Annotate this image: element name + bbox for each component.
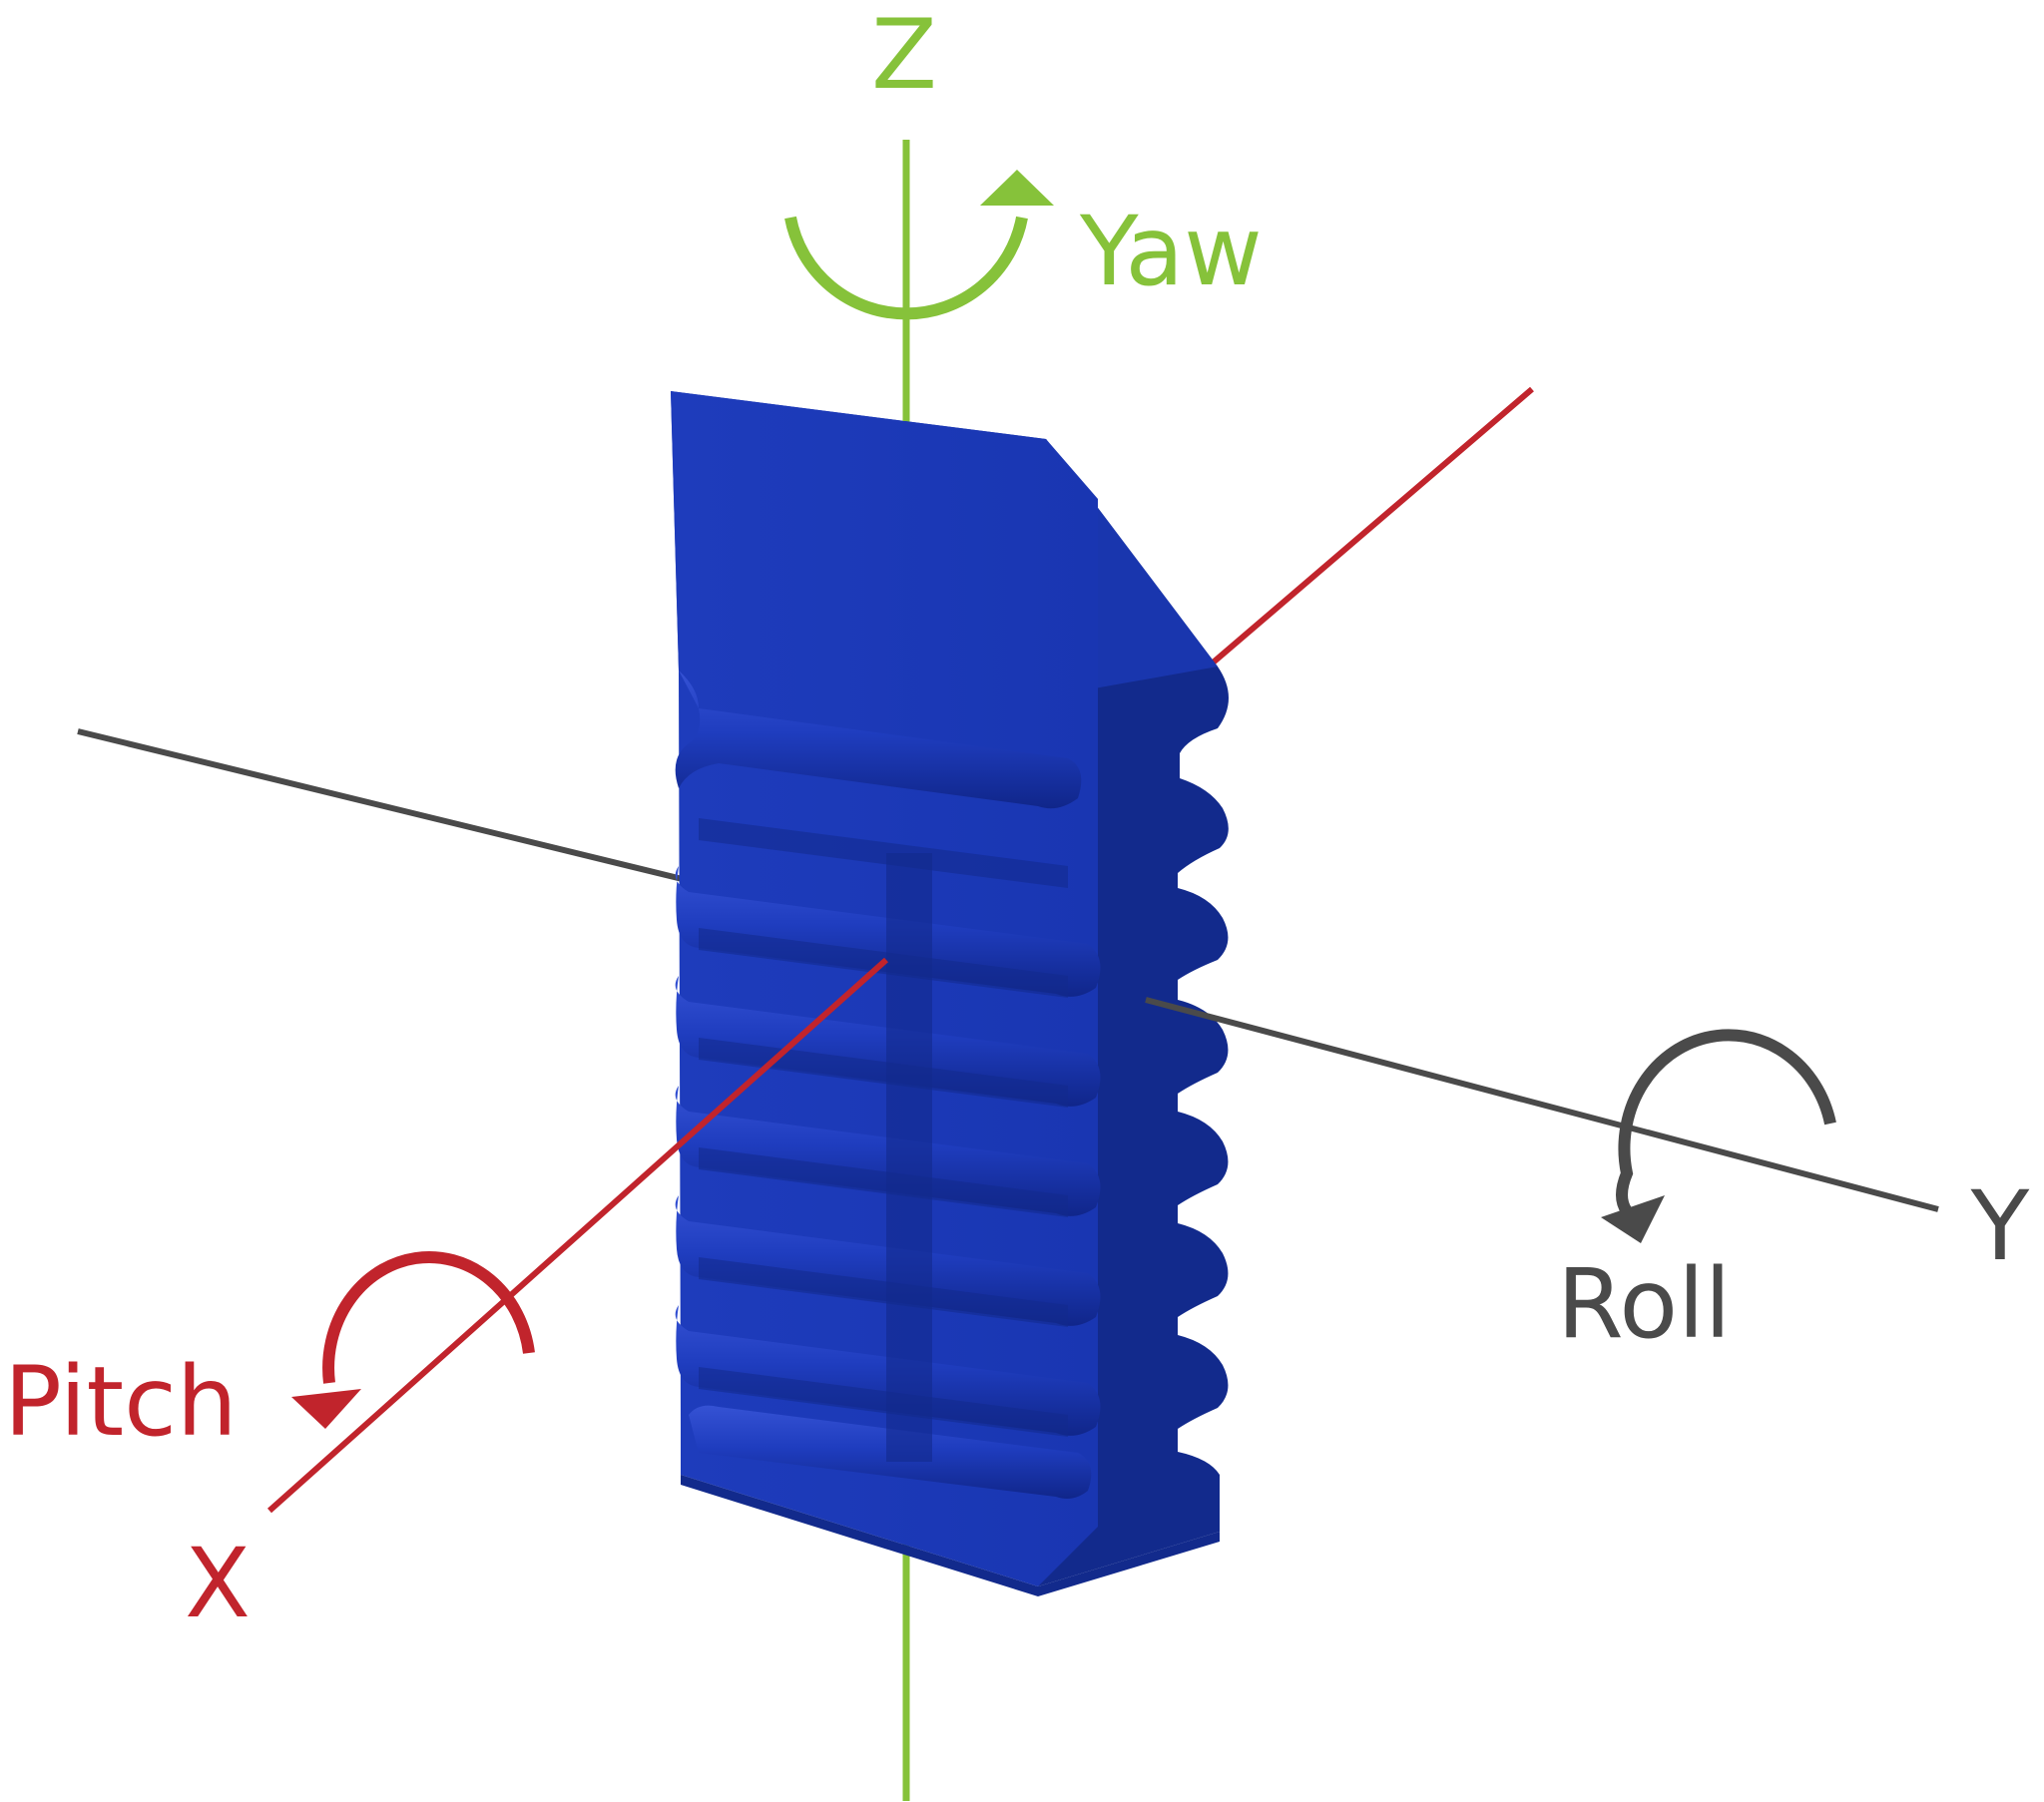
blue-ribbed-block (671, 391, 1229, 1596)
rotation-arrow-icon (430, 1355, 630, 1555)
groove (699, 1038, 1068, 1108)
groove (699, 1367, 1068, 1437)
pitch-arrow (291, 1251, 630, 1555)
roll-label: Roll (1557, 1248, 1731, 1360)
yaw-arrow (784, 170, 1054, 320)
z-axis-label: Z (871, 0, 937, 111)
y-axis-label: Y (1970, 1170, 2030, 1282)
yaw-label: Yaw (1079, 196, 1263, 307)
groove (699, 818, 1068, 888)
pitch-arrowhead (291, 1389, 361, 1429)
roll-arrowhead (1601, 1195, 1665, 1243)
groove (699, 1147, 1068, 1217)
x-axis-line (267, 957, 888, 1514)
y-axis-line (1145, 997, 1939, 1212)
pitch-arc (322, 1251, 535, 1384)
pitch-label: Pitch (4, 1346, 238, 1458)
rotation-arrow-icon (1616, 1029, 1836, 1215)
block-center-post (886, 853, 932, 1462)
yaw-arrowhead (980, 170, 1054, 206)
y-axis-line-back (77, 728, 700, 886)
x-axis-label: X (185, 1528, 251, 1639)
groove (699, 1257, 1068, 1327)
rib (675, 671, 1082, 809)
rotation-arrow-icon (784, 216, 1028, 320)
roll-arrow (1601, 1029, 1836, 1243)
